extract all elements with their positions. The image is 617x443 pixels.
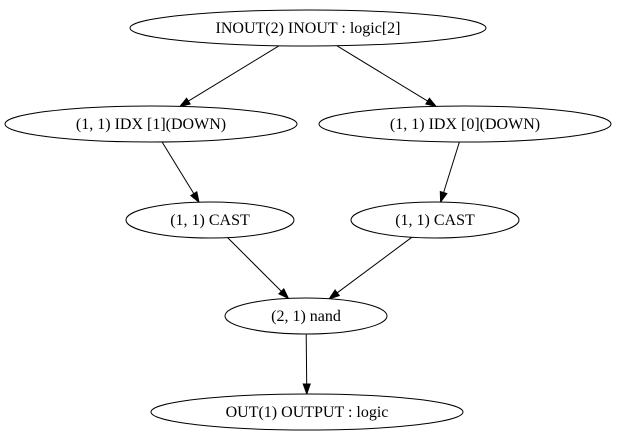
node-out: OUT(1) OUTPUT : logic (150, 393, 464, 431)
arrowhead-icon (425, 97, 438, 108)
node-cast1-label: (1, 1) CAST (170, 212, 250, 229)
edge-line (336, 45, 428, 102)
edge-idx0-to-cast0 (439, 141, 460, 204)
node-inout-label: INOUT(2) INOUT : logic[2] (216, 20, 401, 37)
arrowhead-icon (278, 288, 290, 300)
node-cast0-label: (1, 1) CAST (395, 212, 475, 229)
edge-line (336, 236, 413, 294)
arrowhead-icon (189, 191, 200, 204)
edge-cast0-to-nand (327, 236, 413, 300)
node-inout-shape (129, 9, 487, 47)
node-idx0-shape (318, 105, 612, 143)
edge-line (305, 333, 308, 385)
node-idx0: (1, 1) IDX [0](DOWN) (318, 105, 612, 143)
graph-nodes: INOUT(2) INOUT : logic[2] (1, 1) IDX [1]… (4, 9, 612, 431)
node-nand-shape (224, 297, 388, 335)
edge-line (227, 237, 282, 292)
edge-line (161, 141, 195, 194)
edge-idx1-to-cast1 (161, 141, 200, 204)
edge-line (188, 45, 280, 102)
node-nand-label: (2, 1) nand (271, 308, 341, 325)
edge-inout-to-idx0 (336, 45, 438, 108)
node-cast0: (1, 1) CAST (350, 201, 520, 239)
node-idx1-label: (1, 1) IDX [1](DOWN) (76, 116, 226, 133)
arrowhead-icon (327, 289, 341, 300)
node-idx0-label: (1, 1) IDX [0](DOWN) (390, 116, 540, 133)
node-out-label: OUT(1) OUTPUT : logic (226, 404, 389, 421)
node-idx1: (1, 1) IDX [1](DOWN) (4, 105, 298, 143)
edge-nand-to-out (302, 333, 311, 396)
edge-inout-to-idx1 (178, 45, 280, 108)
node-idx1-shape (4, 105, 298, 143)
node-out-shape (150, 393, 464, 431)
node-cast0-shape (350, 201, 520, 239)
node-inout: INOUT(2) INOUT : logic[2] (129, 9, 487, 47)
edge-line (443, 141, 460, 193)
arrowhead-icon (178, 97, 191, 108)
node-cast1: (1, 1) CAST (125, 201, 295, 239)
graph-edges (161, 45, 460, 396)
edge-cast1-to-nand (227, 237, 290, 300)
node-nand: (2, 1) nand (224, 297, 388, 335)
arrowhead-icon (302, 383, 311, 396)
arrowhead-icon (439, 190, 448, 204)
node-cast1-shape (125, 201, 295, 239)
